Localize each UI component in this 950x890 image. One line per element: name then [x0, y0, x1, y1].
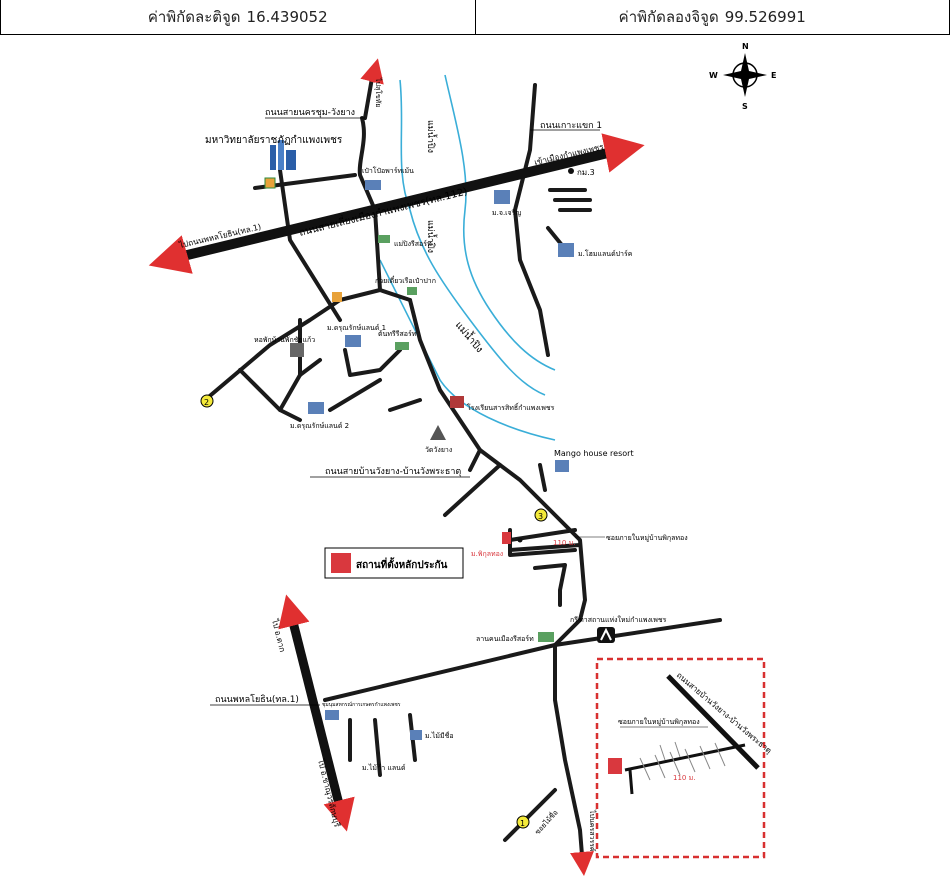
coordinate-header: ค่าพิกัดละติจูด 16.439052 ค่าพิกัดลองจิจ… [0, 0, 950, 35]
place-big-c: เป๋าโป๋อพาร์ทเม้น [362, 166, 414, 175]
place-mango: Mango house resort [554, 449, 634, 458]
svg-text:3: 3 [538, 512, 543, 521]
road-label-nakhon-chum: ถนนสายนครชุม-วังยาง [265, 108, 355, 118]
road-label-to-sukhothai: ไปสุโขทัย [374, 77, 383, 108]
resort-icon-tonkhai [395, 342, 409, 350]
compass-w: W [709, 71, 718, 80]
place-distance: 110 ม. [553, 539, 575, 547]
house-icon-home-park [558, 243, 574, 257]
marker-2: 2 [200, 394, 214, 408]
svg-text:1: 1 [520, 819, 525, 828]
road-label-phikun-soi: ซอยภายในหมู่บ้านพิกุลทอง [606, 533, 688, 542]
place-tonkhai: ต้นทรีรีสอร์ท [378, 330, 417, 338]
arrow-phahon-south [323, 796, 355, 832]
place-mai-ka: ม.ไม้ก้า แลนด์ [362, 763, 406, 772]
school-icon [450, 396, 464, 408]
place-university: มหาวิทยาลัยราชภัฏกำแพงเพชร [205, 135, 343, 146]
longitude-label: ค่าพิกัดลองจิจูด [618, 8, 719, 26]
road-label-km3: กม.3 [577, 168, 595, 177]
place-school: โรงเรียนสารสิทธิ์กำแพงเพชร [467, 402, 555, 412]
road-label-bypass: ถนนสายเลี่ยงเมืองกำแพงเพชร(ทล.112) [297, 183, 468, 238]
road-label-mae-mai-sue: ซอยไม้ซื่อ [533, 808, 560, 836]
house-icon-mango [555, 460, 569, 472]
road-label-to-tak: ไป อ.ตาก [270, 617, 287, 653]
place-wat: วัดวังยาง [425, 446, 452, 454]
latitude-label: ค่าพิกัดละติจูด [147, 8, 241, 26]
river-label-mid: แม่น้ำปิง [425, 220, 438, 253]
river-label-top: แม่น้ำปิง [425, 120, 438, 153]
arrow-phahon-north [278, 594, 310, 630]
inset-map: 110 ม. ถนนสายบ้านวังยาง-บ้านวังพระธาตุ ซ… [595, 657, 773, 859]
marker-3: 3 [534, 508, 548, 522]
legend: สถานที่ตั้งหลักประกัน [324, 547, 464, 579]
compass-s: S [742, 102, 748, 111]
house-icon-mai-mi-sue [410, 730, 422, 740]
arrow-north [360, 58, 384, 85]
place-camp: กรีฑาสถานแห่งใหม่กำแพงเพชร [570, 615, 667, 624]
bypass-highway [173, 145, 622, 263]
place-lan-thong: ลานคนเมืองรีสอร์ท [476, 635, 534, 643]
place-mai-mi-sue: ม.ไม้มีชื่อ [425, 731, 454, 740]
place-phikun-thong: ม.พิกุลทอง [471, 550, 503, 558]
arrow-south [570, 851, 594, 876]
place-khurarat-2: ม.ดรุณรักษ์แลนด์ 2 [290, 422, 349, 430]
road-network [203, 76, 722, 857]
place-home-park: ม.โฮมแลนด์ปาร์ค [578, 249, 633, 258]
phahon-highway [287, 616, 345, 810]
resort-icon-lan-thong [538, 632, 554, 642]
place-hor-phak: หอพักบ้านพักชัยแก้ว [254, 336, 315, 344]
place-phahon-unit: ชุมนุมสหกรณ์การเกษตรกำแพงเพชร [322, 701, 401, 708]
mae-ping-river [379, 74, 556, 441]
house-icon-khurarat-2 [308, 402, 324, 414]
collateral-marker [502, 532, 511, 544]
road-label-wang-yang: ถนนสายบ้านวังยาง-บ้านวังพระธาตุ [325, 466, 461, 477]
arrow-east [601, 133, 645, 173]
university-icon [270, 140, 296, 170]
inset-distance: 110 ม. [673, 774, 695, 782]
dorm-icon [290, 343, 304, 357]
apartment-icon [365, 180, 381, 190]
longitude-cell: ค่าพิกัดลองจิจูด 99.526991 [474, 0, 950, 34]
resort-icon [378, 235, 390, 243]
temple-icon [430, 425, 446, 440]
marker-1: 1 [516, 815, 530, 829]
road-label-to-nakhonsawan: ไปนครสวรรค์ [588, 809, 597, 852]
compass-e: E [771, 71, 776, 80]
compass-rose: N S E W [709, 42, 776, 111]
compass-n: N [742, 42, 749, 51]
latitude-value: 16.439052 [246, 8, 328, 26]
road-label-phahon: ถนนพหลโยธิน(ทล.1) [215, 694, 299, 705]
road-label-ko-khaek: ถนนเกาะแขก 1 [540, 121, 602, 131]
store-icon [264, 177, 276, 189]
place-mae-ping-resort: แม่ปิงรีสอร์ท [394, 240, 432, 248]
place-kuay-tiew: ก๋วยเตี๋ยวเรือเป๋าปาก [375, 276, 436, 285]
house-icon-khurarat-1 [345, 335, 361, 347]
arrow-west [148, 235, 193, 274]
longitude-value: 99.526991 [724, 8, 806, 26]
place-khurarat-1: ม.ดรุณรักษ์แลนด์ 1 [327, 324, 386, 332]
latitude-cell: ค่าพิกัดละติจูด 16.439052 [1, 0, 475, 34]
legend-label: สถานที่ตั้งหลักประกัน [356, 557, 447, 571]
inset-soi-label: ซอยภายในหมู่บ้านพิกุลทอง [618, 717, 700, 726]
camp-icon [597, 627, 615, 643]
store-icon-2 [332, 292, 342, 302]
place-jerin: ม.จ.เจริญ [492, 209, 521, 217]
house-icon-jerin [494, 190, 510, 204]
food-icon [407, 287, 417, 295]
svg-text:2: 2 [204, 398, 209, 407]
coop-icon [325, 710, 339, 720]
